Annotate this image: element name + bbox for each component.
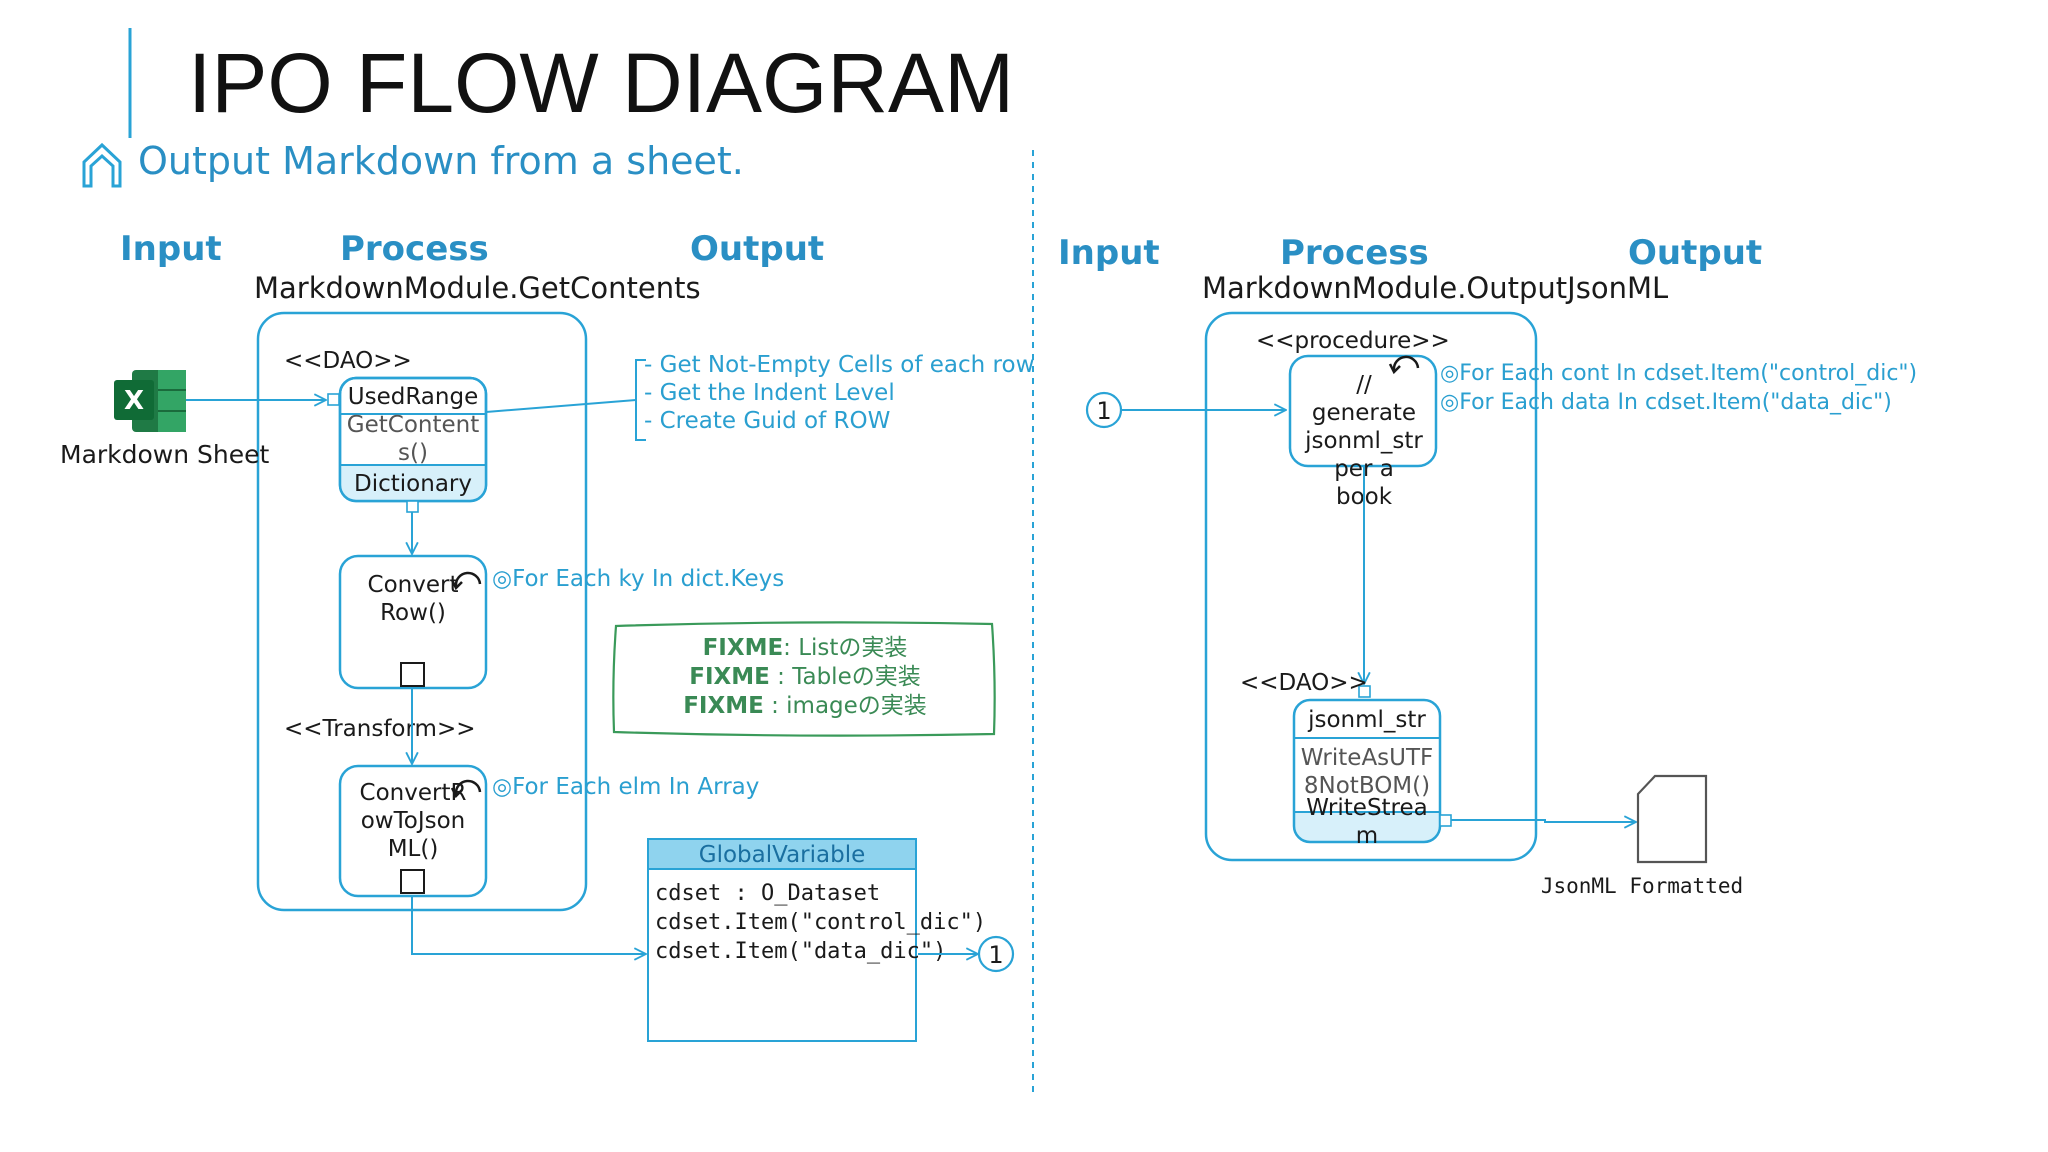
global-variable-body <box>647 868 917 1042</box>
jsonml-method-line2: 8NotBOM() <box>1304 773 1430 799</box>
markdown-sheet-label: Markdown Sheet <box>60 440 270 469</box>
right-header-output: Output <box>1628 233 1762 273</box>
left-header-output: Output <box>690 229 824 269</box>
jsonml-right-port <box>1439 814 1452 827</box>
jsonml-top-port <box>1358 685 1371 698</box>
usedrange-returns: Dictionary <box>354 471 472 497</box>
generate-line3: jsonml_str <box>1304 428 1423 454</box>
jsonml-str-name: jsonml_str <box>1307 707 1426 733</box>
global-variable-header <box>647 838 917 870</box>
left-header-input: Input <box>120 229 222 269</box>
usedrange-bottom-port <box>406 500 419 513</box>
left-connector-circle <box>977 935 1015 973</box>
svg-text:X: X <box>124 386 144 416</box>
usedrange-name: UsedRange <box>348 384 478 410</box>
jsonml-method-line4: m <box>1356 823 1378 849</box>
convert-json-line3: ML() <box>388 836 439 862</box>
left-module-name: MarkdownModule.GetContents <box>254 271 701 305</box>
right-process-container <box>1204 311 1538 862</box>
usedrange-to-notes-line <box>485 399 637 413</box>
convert-row-line2: Row() <box>380 600 446 626</box>
file-icon <box>1636 774 1708 864</box>
jsonml-str-box <box>1292 698 1442 844</box>
left-connector-label: 1 <box>988 941 1003 969</box>
right-connector-label: 1 <box>1096 397 1111 425</box>
convert-json-line2: owToJson <box>361 808 466 834</box>
usedrange-method-line1: GetContent <box>347 412 479 438</box>
right-module-name: MarkdownModule.OutputJsonML <box>1202 271 1668 305</box>
right-header-input: Input <box>1058 233 1160 273</box>
loop-note-control: ◎For Each cont In cdset.Item("control_di… <box>1440 361 1917 386</box>
global-variable-title: GlobalVariable <box>699 842 866 868</box>
file-label: JsonML Formatted <box>1541 874 1743 898</box>
output-note-1: - Get Not-Empty Cells of each row <box>644 352 1034 378</box>
fixme-line-3: FIXME : imageの実装 <box>683 693 927 719</box>
procedure-stereotype: <<procedure>> <box>1256 328 1450 354</box>
global-variable-row-3: cdset.Item("data_dic") <box>655 939 946 964</box>
output-note-3: - Create Guid of ROW <box>644 408 890 434</box>
convert-json-subprocess-marker <box>400 869 425 894</box>
page-title: IPO FLOW DIAGRAM <box>188 36 1014 130</box>
convert-json-loop-note: ◎For Each elm In Array <box>492 774 759 800</box>
convert-json-line1: ConvertR <box>360 780 467 806</box>
transform-stereotype: <<Transform>> <box>284 716 476 742</box>
fixme-note-box <box>612 621 996 737</box>
fixme-line-1: FIXME: Listの実装 <box>703 635 908 661</box>
jsonml-method-line3: WriteStrea <box>1306 795 1428 821</box>
excel-icon: X <box>114 370 186 432</box>
right-dao-stereotype: <<DAO>> <box>1240 670 1368 696</box>
usedrange-port <box>327 393 340 406</box>
loop-icon <box>1388 355 1420 375</box>
convert-row-loop-note: ◎For Each ky In dict.Keys <box>492 566 784 592</box>
left-dao-stereotype: <<DAO>> <box>284 348 412 374</box>
page-subtitle: Output Markdown from a sheet. <box>138 139 744 183</box>
left-process-container <box>256 311 588 912</box>
generate-line1: // <box>1356 372 1372 398</box>
loop-icon <box>450 779 482 799</box>
loop-note-data: ◎For Each data In cdset.Item("data_dic") <box>1440 390 1892 415</box>
global-variable-row-1: cdset : O_Dataset <box>655 881 880 906</box>
arrow-json-to-global <box>411 896 646 954</box>
generate-line2: generate <box>1312 400 1416 426</box>
usedrange-method-line2: s() <box>398 440 428 466</box>
convert-row-line1: Convert <box>368 572 459 598</box>
usedrange-box <box>338 376 488 503</box>
right-header-process: Process <box>1280 233 1429 273</box>
convert-row-subprocess-marker <box>400 662 425 687</box>
global-variable-row-2: cdset.Item("control_dic") <box>655 910 986 935</box>
fixme-line-2: FIXME : Tableの実装 <box>689 664 920 690</box>
jsonml-method-line1: WriteAsUTF <box>1301 745 1434 771</box>
loop-icon <box>450 571 482 591</box>
home-icon <box>82 142 122 188</box>
output-note-2: - Get the Indent Level <box>644 380 895 406</box>
left-header-process: Process <box>340 229 489 269</box>
arrow-jsonml-to-file <box>1451 820 1636 822</box>
